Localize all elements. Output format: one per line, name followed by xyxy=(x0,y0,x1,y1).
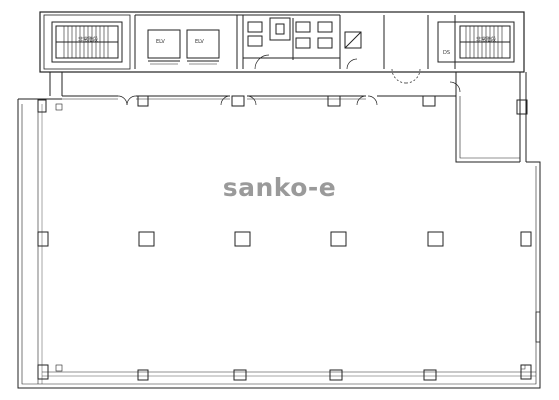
office-walls xyxy=(17,98,541,389)
core-walls xyxy=(39,11,525,73)
perimeter-columns xyxy=(37,95,532,381)
toilet-block xyxy=(243,17,362,60)
stair-right-label: 非常階段 xyxy=(476,36,496,43)
door-code-label: DS xyxy=(443,50,450,56)
elevator-2-label: ELV xyxy=(195,39,204,45)
interior-columns xyxy=(138,231,444,247)
stair-left-label: 非常階段 xyxy=(78,36,98,43)
corridor-wall xyxy=(49,72,456,100)
elevator-1-label: ELV xyxy=(156,39,165,45)
stair-right xyxy=(437,21,515,63)
door-swings xyxy=(117,54,461,106)
elevator-shafts xyxy=(147,29,220,65)
stair-left xyxy=(51,21,123,63)
notch-room xyxy=(455,72,527,163)
watermark: sanko-e xyxy=(222,173,337,202)
